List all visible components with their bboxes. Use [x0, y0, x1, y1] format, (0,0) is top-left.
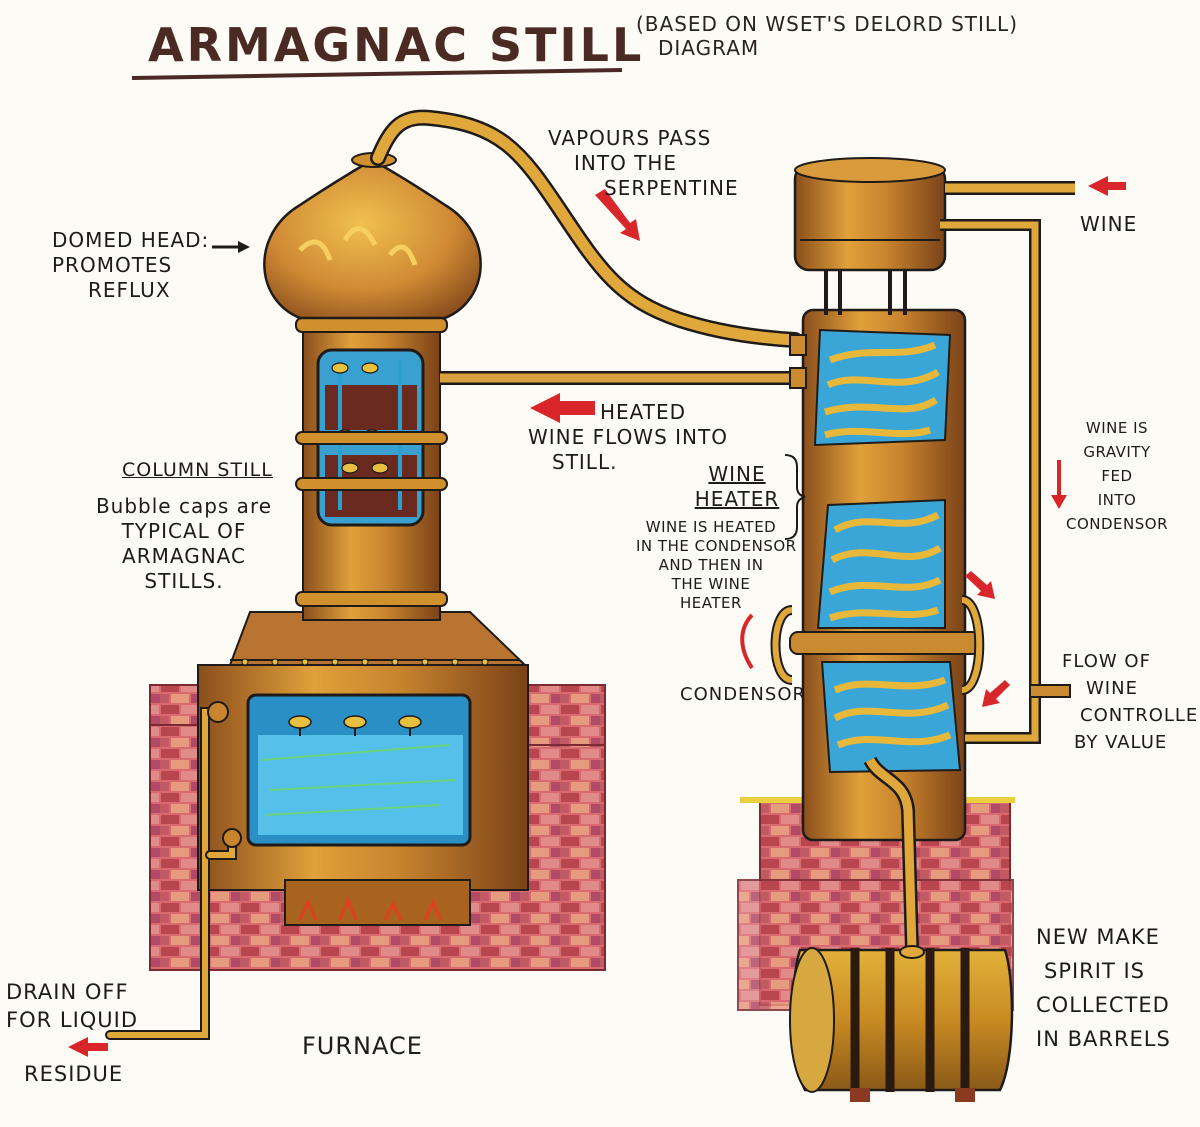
- title-underline: [131, 68, 623, 80]
- wine-label: WINE: [1080, 212, 1138, 236]
- boiler: [197, 611, 529, 926]
- domed-head-label: DOMED HEAD: PROMOTES REFLUX: [52, 228, 209, 303]
- label-line: PROMOTES: [52, 253, 173, 277]
- barrel: [789, 945, 1014, 1102]
- label-line: NEW MAKE: [1036, 925, 1160, 949]
- vapours-label: VAPOURS PASS INTO THE SERPENTINE: [548, 126, 739, 201]
- arrow-down-right-icon: [965, 571, 995, 599]
- subtitle-line-2: DIAGRAM: [658, 36, 760, 60]
- wine-tank: [793, 157, 947, 315]
- label-line: FOR LIQUID: [6, 1008, 139, 1032]
- label-line: DOMED HEAD:: [52, 228, 210, 252]
- label-line: IN BARRELS: [1036, 1027, 1171, 1051]
- wine-heater-text: WINE IS HEATED IN THE CONDENSOR AND THEN…: [636, 518, 797, 613]
- wine-heater-heading: WINE HEATER: [692, 462, 782, 512]
- label-line: IN THE CONDENSOR: [636, 537, 797, 555]
- column-still: [263, 152, 482, 621]
- label-line: STILLS.: [144, 569, 224, 593]
- label-line: INTO: [1097, 491, 1137, 509]
- subtitle-line-1: (BASED ON WSET'S DELORD STILL): [636, 12, 1018, 36]
- subtitle: (BASED ON WSET'S DELORD STILL) DIAGRAM: [636, 12, 1018, 60]
- arrow-left-icon: [68, 1037, 108, 1057]
- label-line: WINE: [1086, 678, 1138, 699]
- condenser-tower: [770, 308, 985, 842]
- condensor-label: CONDENSOR: [680, 684, 806, 705]
- label-line: WINE FLOWS INTO: [528, 425, 728, 449]
- arrow-left-icon: [530, 393, 595, 423]
- label-line: GRAVITY: [1083, 443, 1151, 461]
- arrow-left-icon: [1088, 176, 1126, 196]
- label-line: HEATER: [680, 594, 742, 612]
- page-title: ARMAGNAC STILL: [148, 18, 645, 72]
- new-make-spirit-label: NEW MAKE SPIRIT IS COLLECTED IN BARRELS: [1036, 920, 1171, 1056]
- label-line: WINE: [708, 462, 766, 486]
- label-line: HEATED: [600, 400, 687, 424]
- label-line: CONTROLLED: [1080, 705, 1200, 726]
- label-line: STILL.: [552, 450, 618, 474]
- label-line: WINE IS HEATED: [645, 518, 777, 536]
- arrow-down-icon: [1051, 460, 1067, 509]
- column-still-heading: COLUMN STILL: [122, 459, 273, 481]
- residue-label: RESIDUE: [24, 1062, 124, 1086]
- spirit-outlet-pipe: [863, 756, 919, 951]
- label-line: VAPOURS PASS: [548, 126, 712, 150]
- label-line: TYPICAL OF: [121, 519, 247, 543]
- drain-pipe: [105, 701, 242, 1040]
- label-line: SPIRIT IS: [1044, 959, 1145, 983]
- label-line: BY VALUE: [1074, 732, 1168, 753]
- label-line: ARMAGNAC: [122, 544, 246, 568]
- wine-heater-brace: [784, 454, 806, 540]
- label-line: REFLUX: [88, 278, 171, 302]
- label-line: FLOW OF: [1062, 651, 1151, 672]
- arrow-down-right-icon: [595, 189, 640, 241]
- gravity-fed-label: WINE IS GRAVITY FED INTO CONDENSOR: [1062, 416, 1172, 536]
- furnace-label: FURNACE: [302, 1032, 423, 1060]
- label-line: CONDENSOR: [1066, 515, 1168, 533]
- wine-inlet-pipe: [940, 181, 1075, 744]
- arrow-down-left-icon: [982, 680, 1010, 707]
- label-line: FED: [1101, 467, 1133, 485]
- label-line: HEATER: [694, 487, 780, 511]
- vapour-pipe: [370, 109, 803, 348]
- label-line: DRAIN OFF: [6, 980, 129, 1004]
- label-line: SERPENTINE: [604, 176, 739, 200]
- label-line: AND THEN IN: [658, 556, 764, 574]
- drain-off-label: DRAIN OFF FOR LIQUID: [6, 978, 138, 1034]
- flow-of-wine-label: FLOW OF WINE CONTROLLED BY VALUE: [1062, 648, 1200, 756]
- label-line: COLLECTED: [1036, 993, 1170, 1017]
- column-still-text: Bubble caps are TYPICAL OF ARMAGNAC STIL…: [84, 494, 284, 594]
- heated-wine-label: HEATED WINE FLOWS INTO STILL.: [528, 400, 728, 475]
- label-line: THE WINE: [671, 575, 751, 593]
- label-line: INTO THE: [574, 151, 678, 175]
- label-line: WINE IS: [1085, 419, 1149, 437]
- arrow-curve-icon: [740, 613, 754, 670]
- label-line: Bubble caps are: [95, 494, 273, 518]
